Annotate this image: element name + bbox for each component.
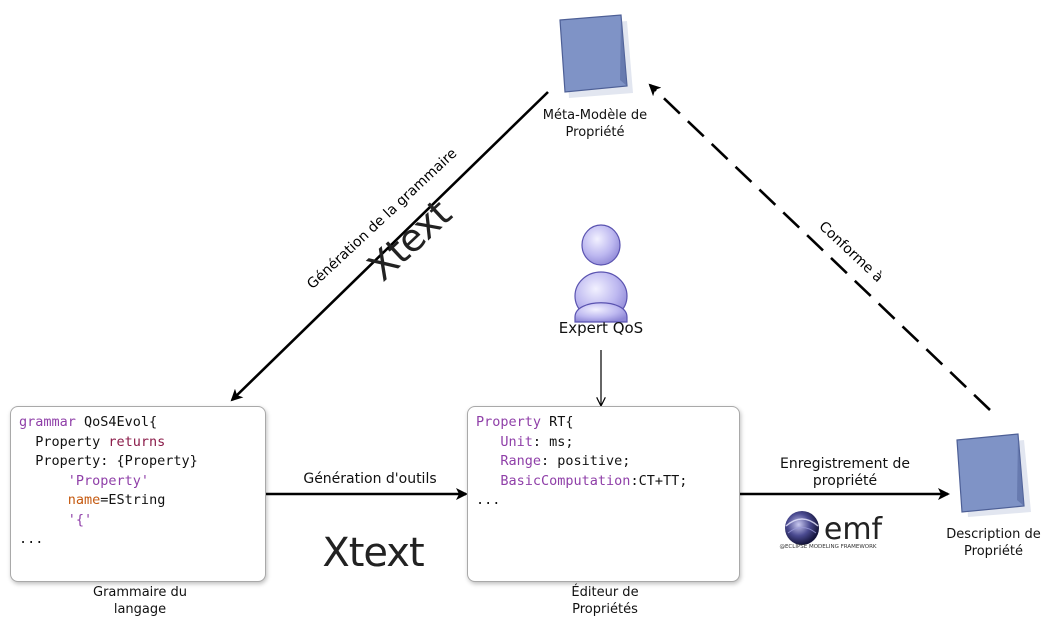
metamodel-document-icon: [559, 14, 633, 98]
registration-label: Enregistrement de propriété: [755, 456, 935, 490]
code-token: grammar: [19, 414, 76, 430]
code-line: grammar QoS4Evol{: [19, 413, 257, 433]
expert-label: Expert QoS: [558, 319, 644, 337]
code-token: 'Property': [67, 472, 150, 489]
code-token: =EString: [100, 492, 166, 508]
xtext-logo-rotated: Xtext: [359, 192, 459, 290]
grammar-caption-line2: langage: [113, 602, 167, 617]
code-token: Property: {Property}: [19, 453, 198, 469]
grammar-code-box: grammar QoS4Evol{ Property returns Prope…: [10, 406, 266, 582]
svg-text:Xtext: Xtext: [322, 530, 424, 576]
tools-generation-label: Génération d'outils: [303, 471, 437, 487]
svg-text:@ECLIPSE MODELING FRAMEWORK: @ECLIPSE MODELING FRAMEWORK: [779, 544, 876, 550]
code-token: : ms;: [532, 433, 574, 450]
code-line: Property: {Property}: [19, 452, 257, 472]
code-token: : positive;: [541, 453, 631, 469]
description-label: Description de Propriété: [930, 526, 1057, 560]
description-label-line2: Propriété: [964, 544, 1023, 559]
code-line: ...: [476, 491, 731, 511]
registration-label-line1: Enregistrement de: [780, 456, 910, 472]
code-token: [19, 473, 68, 489]
emf-logo: emf @ECLIPSE MODELING FRAMEWORK: [779, 511, 884, 550]
svg-text:Xtext: Xtext: [359, 192, 459, 290]
editor-code-box: Property RT{ Unit: ms; Range: positive; …: [467, 406, 740, 582]
code-token: Property: [476, 414, 542, 430]
description-document-icon: [956, 433, 1031, 517]
edge-conforms: [648, 83, 991, 411]
code-token: name: [67, 492, 101, 508]
grammar-caption-line1: Grammaire du: [93, 585, 187, 600]
code-token: [19, 492, 68, 508]
code-token: Unit: [500, 433, 533, 450]
editor-caption-line2: Propriétés: [572, 602, 638, 617]
grammar-caption: Grammaire du langage: [60, 584, 220, 618]
registration-label-line2: propriété: [812, 473, 878, 489]
code-token: [476, 434, 500, 450]
code-line: Range: positive;: [476, 452, 731, 472]
expert-person-icon: [574, 224, 628, 323]
code-line: name=EString: [19, 491, 257, 511]
svg-text:emf: emf: [824, 512, 884, 547]
code-line: 'Property': [19, 472, 257, 492]
code-token: BasicComputation: [500, 472, 631, 489]
code-token: [19, 512, 68, 528]
editor-caption-line1: Éditeur de: [571, 585, 639, 600]
xtext-logo: Xtext: [322, 530, 425, 576]
code-token: '{': [67, 511, 93, 528]
code-token: ...: [19, 531, 44, 547]
metamodel-label: Méta-Modèle de Propriété: [520, 107, 670, 141]
code-token: [476, 473, 500, 489]
code-token: Property: [19, 433, 109, 450]
code-token: RT{: [541, 414, 574, 430]
description-label-line1: Description de: [946, 527, 1041, 542]
code-line: Property RT{: [476, 413, 731, 433]
code-line: '{': [19, 511, 257, 531]
edge-grammar-generation: [230, 91, 549, 402]
code-token: Range: [500, 453, 542, 469]
code-line: ...: [19, 530, 257, 550]
code-token: [476, 453, 500, 469]
code-line: Unit: ms;: [476, 433, 731, 453]
code-token: :CT+TT;: [630, 472, 688, 489]
metamodel-label-line2: Propriété: [565, 125, 625, 140]
code-line: BasicComputation:CT+TT;: [476, 472, 731, 492]
code-token: QoS4Evol{: [75, 414, 158, 430]
conforms-label: Conforme à: [815, 218, 886, 285]
code-line: Property returns: [19, 433, 257, 453]
editor-caption: Éditeur de Propriétés: [525, 584, 685, 618]
code-token: ...: [476, 492, 501, 508]
code-token: returns: [108, 433, 166, 450]
metamodel-label-line1: Méta-Modèle de: [542, 108, 648, 123]
